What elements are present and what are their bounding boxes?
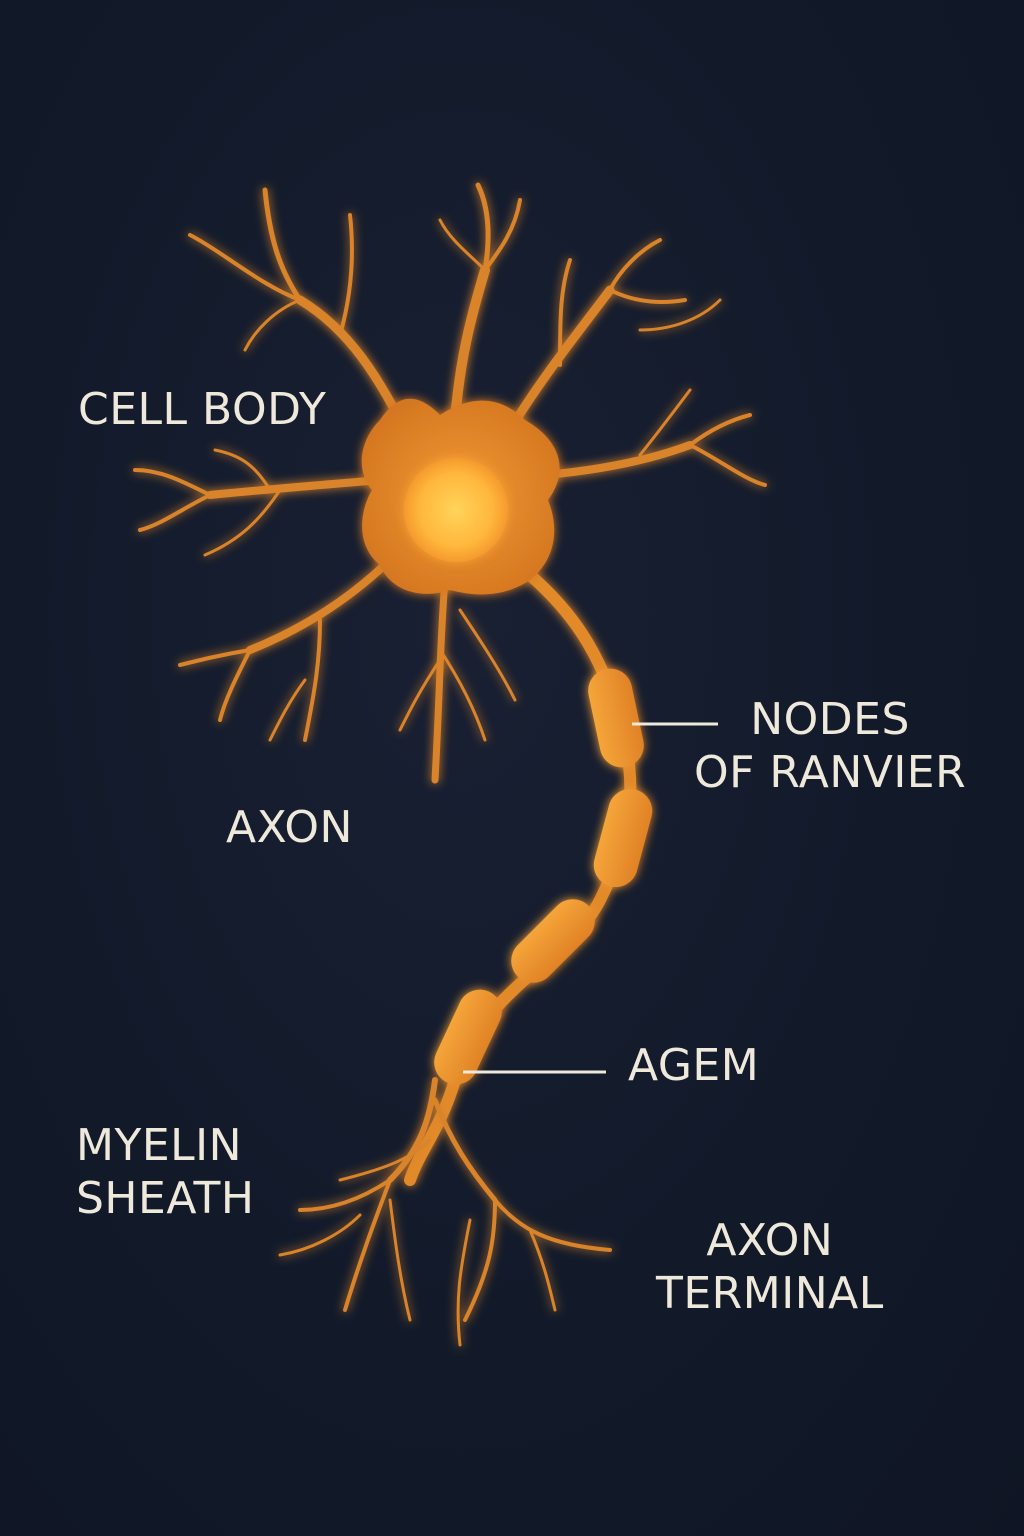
label-axon-terminal: AXON TERMINAL xyxy=(656,1215,884,1321)
axon-fiber xyxy=(404,569,637,1186)
myelin-segment xyxy=(434,989,502,1085)
axon-terminals xyxy=(278,1077,612,1347)
label-nodes-of-ranvier: NODES OF RANVIER xyxy=(694,694,966,800)
label-nodes-line1: NODES xyxy=(750,694,910,745)
label-axon: AXON xyxy=(226,802,353,853)
label-myelin-sheath: MYELIN SHEATH xyxy=(76,1120,254,1226)
label-myelin-line2: SHEATH xyxy=(76,1172,255,1224)
nucleus xyxy=(404,458,508,562)
label-cell-body: CELL BODY xyxy=(78,384,327,435)
label-terminal-line2: TERMINAL xyxy=(656,1267,884,1319)
myelin-segment xyxy=(588,668,644,768)
myelin-segment xyxy=(593,788,653,888)
label-myelin-line1: MYELIN xyxy=(76,1120,243,1171)
label-terminal-line1: AXON xyxy=(706,1215,834,1266)
dendrites xyxy=(133,182,767,784)
label-nodes-line2: OF RANVIER xyxy=(694,746,967,798)
label-agem: AGEM xyxy=(628,1040,760,1091)
myelin-segments xyxy=(434,668,653,1085)
myelin-segment xyxy=(511,899,595,983)
